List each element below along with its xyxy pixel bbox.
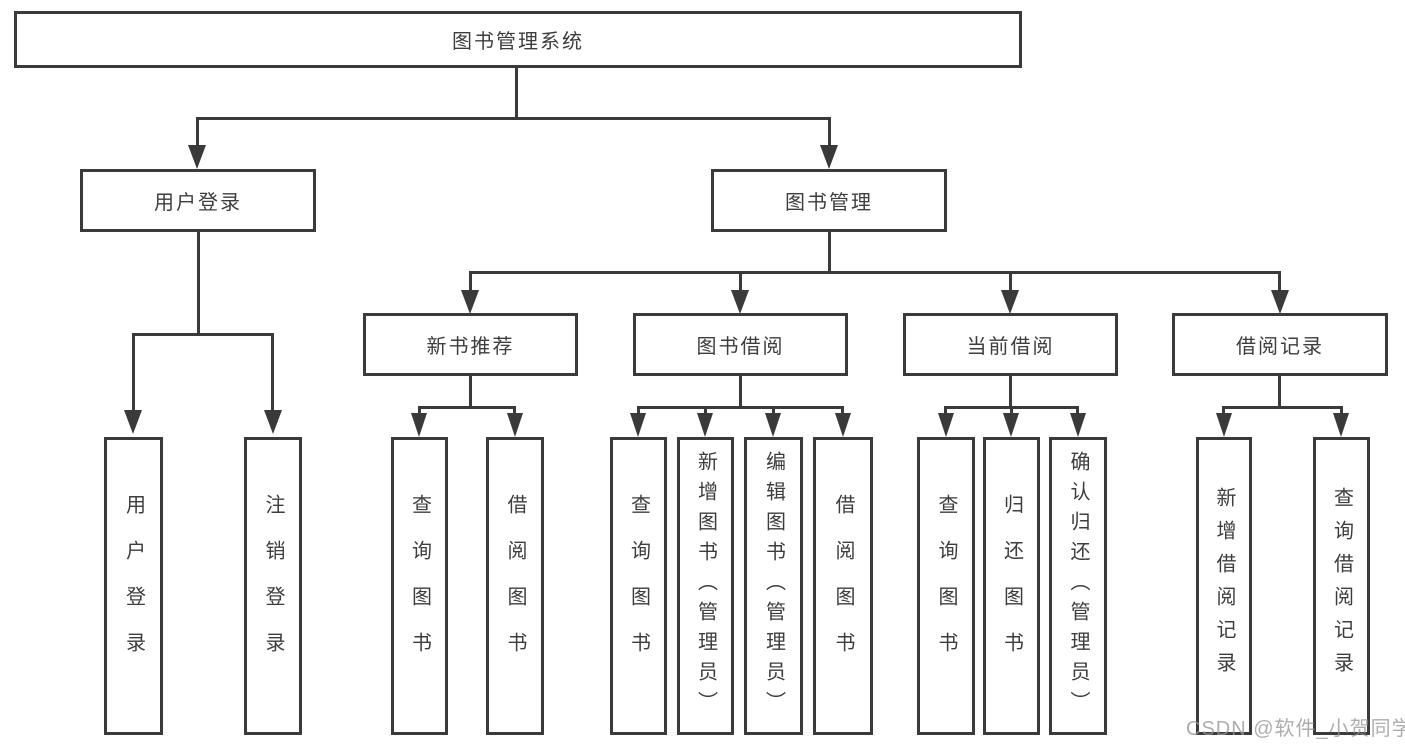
arrow-down-icon <box>1001 290 1019 314</box>
connector-line <box>197 232 200 336</box>
connector-line <box>469 271 472 294</box>
leaf-label: 注销登录 <box>262 494 284 678</box>
connector-line <box>1340 406 1343 416</box>
leaf-borrow-books-recommend: 借阅图书 <box>486 437 544 735</box>
leaf-borrow-books: 借阅图书 <box>813 437 873 735</box>
arrow-down-icon <box>835 413 851 437</box>
connector-rail <box>418 406 516 409</box>
leaf-query-books-recommend: 查询图书 <box>391 437 448 735</box>
connector-line <box>637 406 640 416</box>
leaf-query-books-borrow: 查询图书 <box>610 437 667 735</box>
leaf-label: 查询借阅记录 <box>1330 487 1353 685</box>
arrow-down-icon <box>411 413 427 437</box>
node-label: 借阅记录 <box>1236 336 1324 358</box>
node-label: 图书管理系统 <box>452 31 584 53</box>
arrow-down-icon <box>1216 413 1232 437</box>
connector-line <box>196 117 199 149</box>
node-new-book-recommend: 新书推荐 <box>363 313 578 376</box>
connector-line <box>1278 271 1281 294</box>
connector-rail <box>1222 406 1342 409</box>
connector-line <box>1278 376 1281 409</box>
connector-line <box>828 232 831 274</box>
connector-line <box>1222 406 1225 416</box>
arrow-down-icon <box>1333 413 1349 437</box>
arrow-down-icon <box>1070 413 1086 437</box>
leaf-label: 编辑图书（管理员） <box>762 451 785 721</box>
leaf-return-books: 归还图书 <box>983 437 1040 735</box>
node-user-login: 用户登录 <box>80 169 316 232</box>
connector-rail <box>469 271 1281 274</box>
arrow-down-icon <box>188 145 206 169</box>
connector-line <box>1009 376 1012 409</box>
connector-line <box>418 406 421 416</box>
leaf-add-books-admin: 新增图书（管理员） <box>677 437 734 735</box>
arrow-down-icon <box>264 410 282 434</box>
arrow-down-icon <box>731 290 749 314</box>
leaf-label: 借阅图书 <box>504 494 526 678</box>
connector-line <box>828 117 831 149</box>
node-library-system: 图书管理系统 <box>14 11 1022 68</box>
leaf-label: 查询图书 <box>935 494 957 678</box>
connector-line <box>841 406 844 416</box>
node-label: 新书推荐 <box>426 336 515 358</box>
arrow-down-icon <box>697 413 713 437</box>
arrow-down-icon <box>507 413 523 437</box>
connector-line <box>1076 406 1079 416</box>
arrow-down-icon <box>630 413 646 437</box>
leaf-logout: 注销登录 <box>244 437 302 735</box>
connector-line <box>704 406 707 416</box>
leaf-label: 归还图书 <box>1000 494 1023 678</box>
leaf-user-login: 用户登录 <box>104 437 163 735</box>
connector-line <box>132 333 135 413</box>
connector-line <box>469 376 472 409</box>
connector-rail <box>637 406 843 409</box>
csdn-watermark: CSDN @软件_小贺同学 <box>1186 718 1405 740</box>
connector-root-stem <box>515 68 518 119</box>
connector-line <box>739 376 742 409</box>
arrow-down-icon <box>1003 413 1019 437</box>
connector-line <box>513 406 516 416</box>
leaf-label: 查询图书 <box>408 494 431 678</box>
arrow-down-icon <box>1271 290 1289 314</box>
node-label: 当前借阅 <box>966 336 1055 358</box>
node-borrow-records: 借阅记录 <box>1172 313 1388 376</box>
arrow-down-icon <box>820 145 838 169</box>
connector-line <box>271 333 274 413</box>
connector-line <box>1009 271 1012 294</box>
arrow-down-icon <box>765 413 781 437</box>
connector-root-rail <box>196 117 831 120</box>
leaf-label: 用户登录 <box>122 494 145 678</box>
node-label: 图书借阅 <box>696 336 785 358</box>
arrow-down-icon <box>461 290 479 314</box>
leaf-edit-books-admin: 编辑图书（管理员） <box>744 437 803 735</box>
node-current-borrow: 当前借阅 <box>903 313 1118 376</box>
connector-line <box>1010 406 1013 416</box>
leaf-label: 新增图书（管理员） <box>694 451 717 721</box>
leaf-label: 查询图书 <box>627 494 650 678</box>
leaf-query-borrow-record: 查询借阅记录 <box>1313 437 1370 735</box>
node-book-borrow: 图书借阅 <box>633 313 848 376</box>
leaf-label: 新增借阅记录 <box>1213 487 1235 685</box>
node-label: 图书管理 <box>785 192 873 214</box>
node-book-management: 图书管理 <box>711 169 947 232</box>
leaf-confirm-return-admin: 确认归还（管理员） <box>1049 437 1107 735</box>
connector-line <box>944 406 947 416</box>
node-label: 用户登录 <box>154 192 242 214</box>
arrow-down-icon <box>124 410 142 434</box>
connector-rail <box>132 333 274 336</box>
leaf-label: 确认归还（管理员） <box>1067 451 1089 721</box>
leaf-add-borrow-record: 新增借阅记录 <box>1196 437 1252 735</box>
arrow-down-icon <box>938 413 954 437</box>
connector-line <box>739 271 742 294</box>
leaf-query-books-current: 查询图书 <box>917 437 975 735</box>
connector-line <box>772 406 775 416</box>
leaf-label: 借阅图书 <box>832 494 854 678</box>
